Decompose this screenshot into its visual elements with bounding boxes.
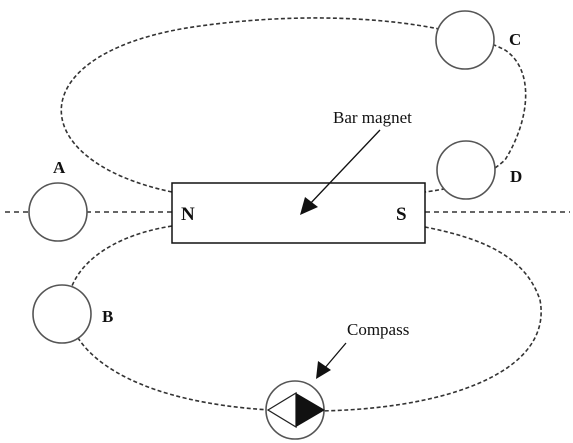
north-pole-label: N <box>181 204 195 225</box>
bar-magnet <box>171 182 426 244</box>
upper-field-line <box>60 17 527 193</box>
south-pole-label: S <box>396 204 407 225</box>
compass-arrowhead <box>316 361 331 379</box>
compass-c-label: C <box>509 30 521 49</box>
compass-callout: Compass <box>347 320 409 339</box>
compass-c <box>435 10 495 70</box>
compass-a-label: A <box>53 158 66 177</box>
compass-d <box>436 140 496 200</box>
compass-b <box>32 284 92 344</box>
compass-d-label: D <box>510 167 522 186</box>
compass-a <box>28 182 88 242</box>
bar-magnet-arrow-line <box>307 129 381 207</box>
compass-arrow-line <box>323 342 347 370</box>
bar-magnet-arrowhead <box>300 197 318 215</box>
compass-needle-head <box>296 393 325 427</box>
bar-magnet-callout: Bar magnet <box>333 108 412 127</box>
compass-b-label: B <box>102 307 113 326</box>
